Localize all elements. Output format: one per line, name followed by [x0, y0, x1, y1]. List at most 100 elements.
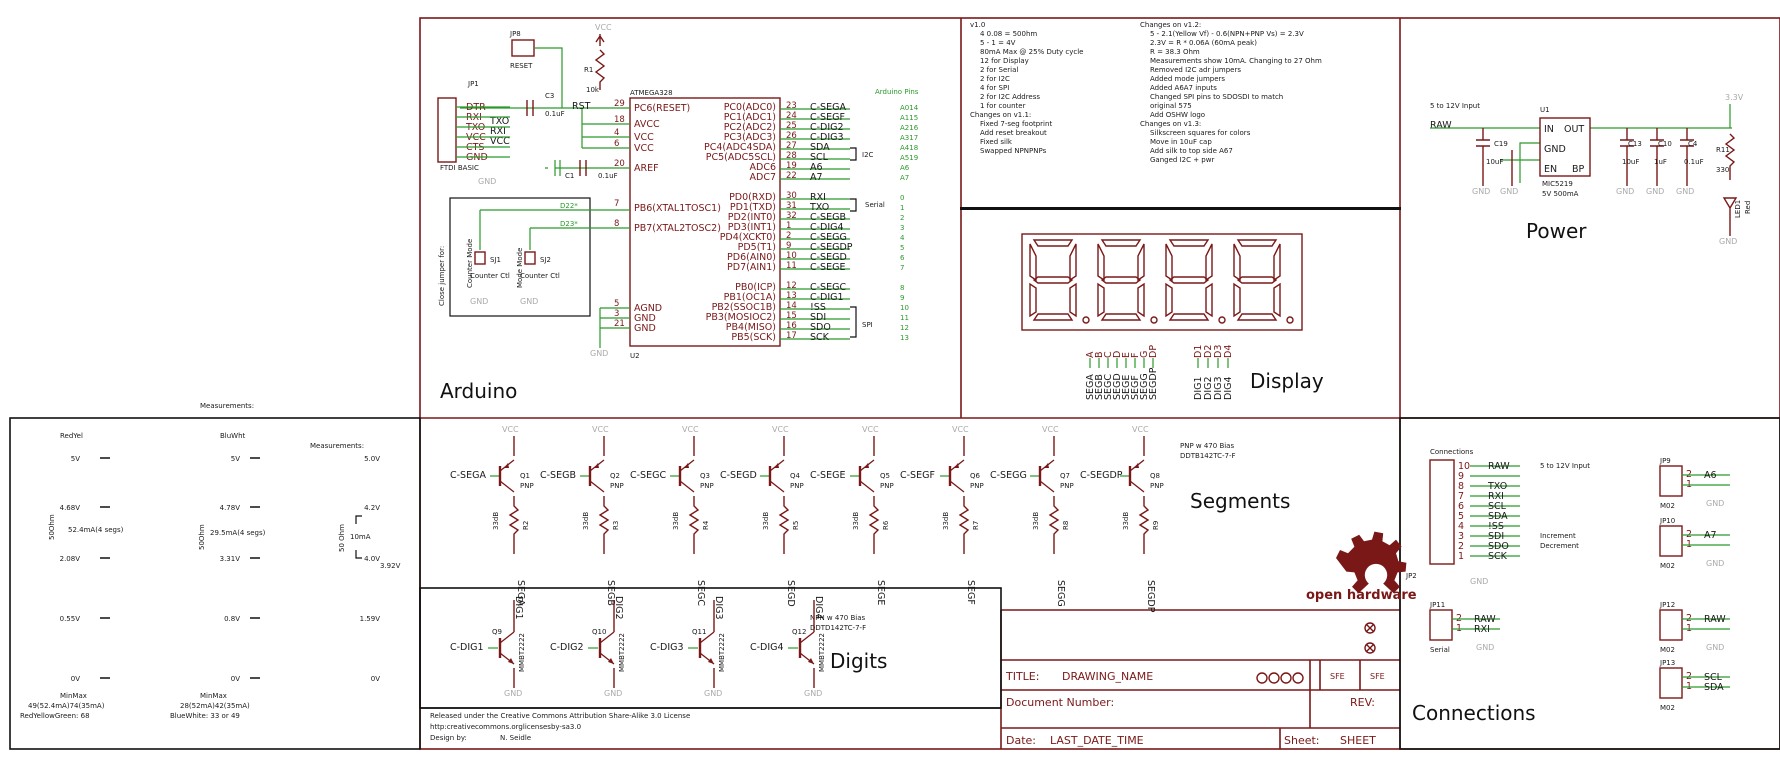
- decimal-point: [1150, 316, 1158, 324]
- chip-pin-name: AGND: [634, 303, 662, 314]
- segment: [1205, 282, 1213, 318]
- chip-net-label: C-DIG4: [810, 222, 844, 233]
- transistor-ref: Q7: [1060, 472, 1070, 480]
- measure-ohm2: 50Ohm: [198, 524, 206, 550]
- c3-label: C3: [545, 92, 554, 100]
- measure-foot1-1: 49(52.4mA)74(35mA): [28, 702, 105, 710]
- header-pin-number: 5: [1458, 511, 1464, 522]
- chip-net-label: SDO: [810, 322, 831, 333]
- chip-pin-name: PC5(ADC5SCL): [706, 152, 776, 163]
- segment-control-net: C-SEGD: [720, 470, 757, 481]
- chip-pin-number: 22: [786, 171, 797, 181]
- c3-value: 0.1uF: [545, 110, 565, 118]
- resistor-value: 33dB: [762, 512, 770, 530]
- display-seg-pin: C: [1103, 351, 1114, 358]
- measure-foot2-0: MinMax: [200, 692, 227, 700]
- arduino-pin-number: A418: [900, 144, 918, 152]
- resistor-ref: R5: [792, 521, 800, 530]
- chip-name: ATMEGA328: [630, 89, 673, 97]
- rst-label: RST: [572, 101, 591, 112]
- measure-foot1-0: MinMax: [60, 692, 87, 700]
- segment: [1029, 282, 1037, 318]
- small-header-ref: JP10: [1659, 517, 1675, 525]
- chip-pin-number: 26: [786, 131, 797, 141]
- arduino-pin-number: 12: [900, 324, 909, 332]
- header-net-label: SDA: [1488, 511, 1508, 522]
- header-pin-number: 10: [1458, 461, 1470, 472]
- pnp-transistor-icon: [858, 458, 876, 494]
- transistor-ref: Q9: [492, 628, 502, 636]
- reg-name: MIC5219: [1542, 180, 1573, 188]
- small-header-gnd: GND: [1706, 559, 1724, 568]
- gnd-c10: GND: [1646, 187, 1664, 196]
- vcc-label: VCC: [592, 425, 609, 434]
- segments-title: Segments: [1190, 489, 1290, 513]
- segment-control-net: C-SEGG: [990, 470, 1027, 481]
- note-line: 4 for SPI: [980, 84, 1009, 92]
- chip-pin-number: 4: [614, 128, 619, 138]
- small-header-net: SDA: [1704, 682, 1724, 693]
- segment: [1168, 276, 1210, 284]
- segment: [1236, 239, 1278, 247]
- chip-pin-name: PD0(RXD): [729, 192, 776, 203]
- c19-label: C19: [1494, 140, 1508, 148]
- arduino-pin-number: 7: [900, 264, 904, 272]
- conn-inc: Increment: [1540, 532, 1576, 540]
- small-header-ref: JP9: [1659, 457, 1671, 465]
- small-header-net: A6: [1704, 470, 1717, 481]
- chip-net-label: C-SEGF: [810, 112, 845, 123]
- segment: [1236, 276, 1278, 284]
- reset-label: RESET: [510, 62, 533, 70]
- seven-seg-display: [1021, 233, 1303, 331]
- measure-value: 4.0V: [364, 555, 380, 563]
- arduino-pin-number: 0: [900, 194, 904, 202]
- chip-pin-number: 16: [786, 321, 797, 331]
- chip-net-label: SCL: [810, 152, 829, 163]
- segment: [1029, 243, 1037, 282]
- c13-label: C13: [1628, 140, 1642, 148]
- date-label: Date:: [1006, 734, 1036, 747]
- measure-value: 5.0V: [364, 455, 380, 463]
- sj1-label: SJ1: [490, 256, 501, 264]
- chip-pin-name: VCC: [634, 132, 654, 143]
- arduino-pin-number: A6: [900, 164, 910, 172]
- digit-net: DIG3: [713, 596, 724, 620]
- chip-pin-number: 25: [786, 121, 797, 131]
- conn-input-note: 5 to 12V Input: [1540, 462, 1590, 470]
- display-seg-net: SEGG: [1139, 373, 1150, 400]
- measure-foot2-1: 28(52mA)42(35mA): [180, 702, 250, 710]
- segment: [1137, 282, 1145, 318]
- segment: [1100, 276, 1142, 284]
- npn-transistor-icon: [498, 630, 516, 666]
- chip-pin-name: PB3(MOSIOC2): [706, 312, 776, 323]
- resistor-ref: R6: [882, 520, 890, 530]
- measure-value: 5V: [71, 455, 80, 463]
- decimal-point: [1218, 316, 1226, 324]
- chip-pin-number: 8: [614, 219, 619, 229]
- note-line: Measurements show 10mA. Changing to 27 O…: [1150, 57, 1322, 65]
- measure-value: 4.68V: [60, 504, 81, 512]
- digit-control-net: C-DIG2: [550, 642, 584, 653]
- pnp-transistor-icon: [1038, 458, 1056, 494]
- vcc-label: VCC: [952, 425, 969, 434]
- segments-note-2: DDTB142TC-7-F: [1180, 452, 1236, 460]
- chip-pin-number: 17: [786, 331, 797, 341]
- vcc-label: VCC: [772, 425, 789, 434]
- license-text: Released under the Creative Commons Attr…: [430, 712, 690, 720]
- svg-text:open hardware: open hardware: [1306, 588, 1417, 603]
- chip-net-label: C-SEGE: [810, 262, 845, 273]
- jp1-label: JP1: [467, 80, 479, 88]
- r1-label: R1: [584, 66, 593, 74]
- conn-dec: Decrement: [1540, 542, 1579, 550]
- measure-value: 0V: [71, 675, 80, 683]
- small-header-label: M02: [1660, 704, 1675, 712]
- digit-control-net: C-DIG4: [750, 642, 784, 653]
- chip-net-label: RXI: [810, 192, 826, 203]
- resistor-icon: [688, 436, 700, 554]
- segment-net: SEGA: [515, 580, 526, 606]
- reg-pin-gnd: GND: [1544, 144, 1566, 155]
- chip-pin-name: ADC7: [750, 172, 777, 183]
